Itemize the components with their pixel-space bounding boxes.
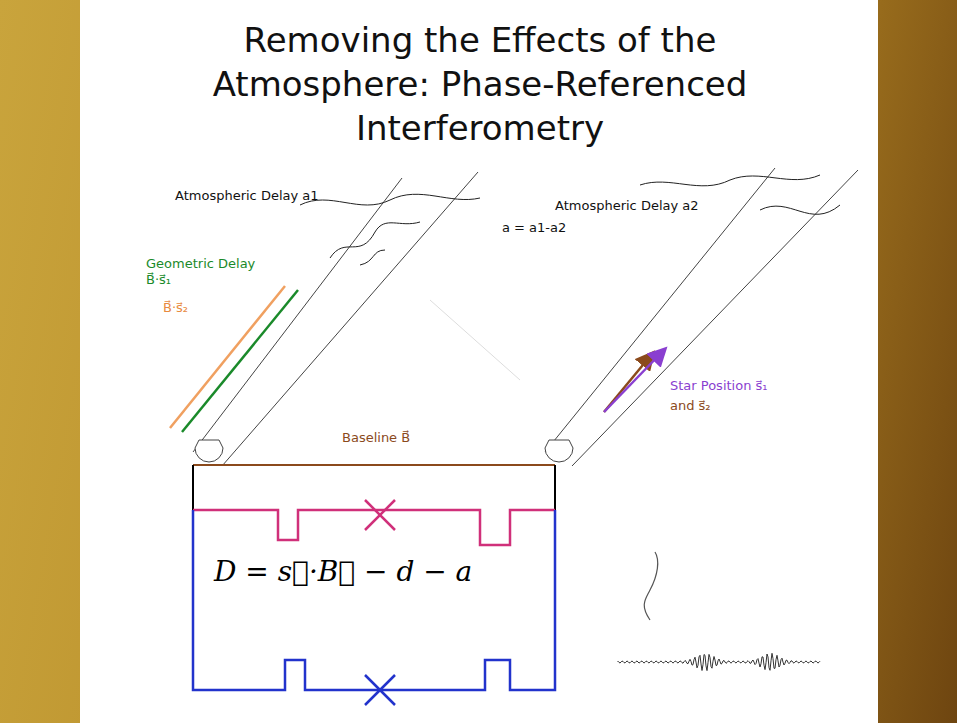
delay-formula: B⃗·s⃗₁ (146, 272, 171, 287)
delay-equation-box: D = s⃗·B⃗ − d − a (200, 545, 540, 598)
delay-label: Geometric Delay (146, 256, 255, 271)
difference-label: a = a1-a2 (502, 220, 566, 235)
delay-formula: B⃗·s⃗₂ (163, 300, 188, 315)
atmosphere-label: Atmospheric Delay a1 (175, 188, 319, 203)
star-label: Star Position s⃗₁ (670, 378, 768, 393)
delay-equation: D = s⃗·B⃗ − d − a (214, 555, 526, 588)
slide-title: Removing the Effects of the Atmosphere: … (170, 18, 790, 150)
atmosphere-label: Atmospheric Delay a2 (555, 198, 699, 213)
baseline-label: Baseline B⃗ (342, 430, 410, 445)
star-label: and s⃗₂ (670, 398, 711, 413)
